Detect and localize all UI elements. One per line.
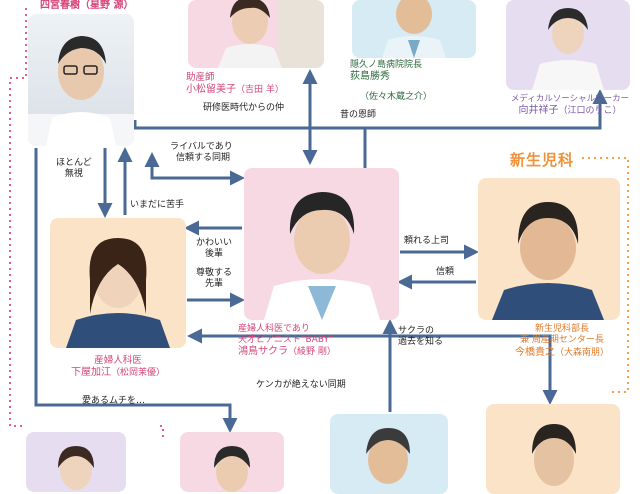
- shimoya-portrait: [66, 238, 170, 348]
- bottom-portrait-1: [58, 446, 94, 490]
- konotori-role-1: 産婦人科医であり: [238, 324, 310, 334]
- konotori-portrait: [264, 192, 380, 320]
- ogishima-name: 荻島勝秀: [350, 71, 390, 83]
- ogishima-info: 隠久ノ島病院院長 荻島勝秀 （佐々木蔵之介）: [350, 60, 462, 104]
- shimoya-info: 産婦人科医 下屋加江（松岡茉優）: [58, 355, 178, 379]
- label-kawaii-line2: 後輩: [205, 249, 224, 260]
- komatsu-role: 助産師: [186, 72, 215, 83]
- imahashi-card: [478, 178, 620, 320]
- ogishima-portrait: [382, 0, 446, 58]
- imahashi-info: 新生児科部長 兼 周産期センター長 今橋貴之（大森南朋）: [488, 324, 636, 359]
- konotori-role-2: 天才ピアニスト“BABY”: [238, 334, 334, 345]
- komatsu-info: 助産師 小松留美子（吉田 羊）: [186, 72, 316, 96]
- shinomiya-name: 四宮春樹: [40, 0, 80, 11]
- ogishima-actor: （佐々木蔵之介）: [360, 91, 433, 102]
- label-sonkei-line2: 先輩: [205, 279, 224, 290]
- ogishima-card: [352, 0, 476, 58]
- mukai-actor: （江口のりこ）: [558, 105, 622, 116]
- label-sonkei: 尊敬する 先輩: [196, 268, 232, 291]
- mukai-role: メディカルソーシャルワーカー: [510, 94, 630, 104]
- komatsu-name: 小松留美子: [186, 83, 236, 95]
- shinomiya-actor: （星野 源）: [80, 0, 134, 11]
- shimoya-card: [50, 218, 186, 348]
- bottom-card-2: [180, 432, 284, 492]
- shimoya-name: 下屋加江: [70, 366, 111, 378]
- label-shinrai: 信頼: [436, 267, 455, 277]
- label-imada: いまだに苦手: [130, 200, 185, 210]
- komatsu-actor: （吉田 羊）: [236, 84, 284, 95]
- label-sonkei-line1: 尊敬する: [196, 268, 233, 278]
- label-tayoreru: 頼れる上司: [404, 236, 450, 246]
- shinomiya-name-label: 四宮春樹（星野 源）: [40, 0, 133, 13]
- mukai-card: [506, 0, 630, 90]
- label-rival: ライバルであり 信頼する同期: [170, 142, 233, 165]
- bottom-card-4: [486, 404, 620, 494]
- label-rival-line1: ライバルであり: [170, 142, 233, 152]
- komatsu-portrait: [218, 0, 324, 68]
- shimoya-actor: （松岡茉優）: [110, 367, 165, 378]
- label-kenka: ケンカが絶えない同期: [256, 380, 346, 390]
- label-hotondo-line2: 無視: [64, 169, 83, 180]
- bottom-card-3: [330, 414, 448, 494]
- bottom-portrait-2: [214, 446, 250, 492]
- label-kawaii-line1: かわいい: [196, 238, 233, 248]
- imahashi-role-1: 新生児科部長: [534, 324, 589, 334]
- shinseijika-section-title: 新生児科: [510, 151, 575, 169]
- imahashi-role-2: 兼 周産期センター長: [520, 335, 604, 346]
- bottom-portrait-4: [532, 424, 576, 486]
- label-hotondo: ほとんど 無視: [56, 158, 92, 181]
- konotori-info: 産婦人科医であり 天才ピアニスト“BABY” 鴻鳥サクラ（綾野 剛）: [238, 324, 388, 358]
- label-hotondo-line1: ほとんど: [56, 158, 92, 168]
- bottom-card-1: [26, 432, 126, 492]
- imahashi-portrait: [492, 202, 604, 320]
- shimoya-role: 産婦人科医: [94, 355, 142, 366]
- mukai-portrait: [532, 8, 604, 90]
- ogishima-role: 隠久ノ島病院院長: [350, 60, 423, 70]
- label-kenshui: 研修医時代からの仲: [203, 103, 285, 113]
- shinomiya-card: [28, 14, 134, 146]
- label-rival-line2: 信頼する同期: [176, 153, 231, 164]
- shinomiya-portrait: [28, 36, 134, 146]
- mukai-info: メディカルソーシャルワーカー 向井祥子（江口のりこ）: [500, 94, 640, 117]
- label-ai: 愛あるムチを…: [82, 396, 146, 406]
- label-kawaii: かわいい 後輩: [196, 238, 232, 261]
- mukai-name: 向井祥子: [518, 104, 559, 116]
- konotori-actor: （綾野 剛）: [288, 346, 336, 357]
- label-mukashi: 昔の恩師: [340, 110, 377, 120]
- komatsu-card: [188, 0, 324, 68]
- label-sakura-kako: サクラの 過去を知る: [398, 326, 443, 349]
- konotori-card: [244, 168, 399, 320]
- label-sakura-line1: サクラの: [398, 326, 435, 336]
- bottom-portrait-3: [366, 428, 410, 484]
- konotori-name: 鴻鳥サクラ: [238, 345, 288, 357]
- relationship-lines: [9, 8, 629, 440]
- imahashi-actor: （大森南朋）: [554, 347, 609, 358]
- imahashi-name: 今橋貴之: [514, 346, 555, 358]
- label-sakura-line2: 過去を知る: [398, 337, 444, 348]
